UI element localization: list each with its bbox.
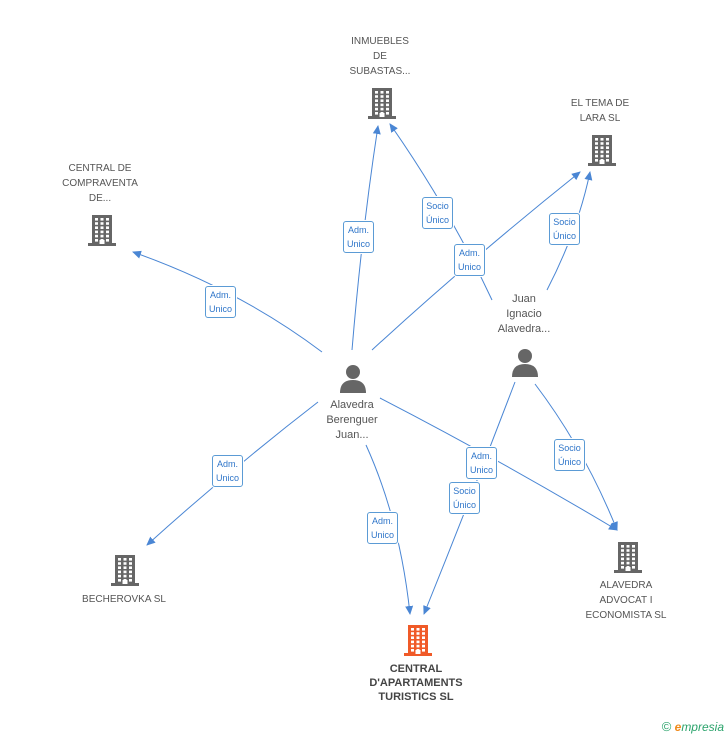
edge-berenguer-advocat xyxy=(379,397,618,531)
building-icon-central-apartaments xyxy=(404,625,432,656)
company-label-tema-lara[interactable]: EL TEMA DE LARA SL xyxy=(570,98,630,124)
brand-logo-text: mpresia xyxy=(681,720,724,734)
badge-adm-unico: Adm. Unico xyxy=(466,447,498,479)
badge-socio-unico: Socio Único xyxy=(554,439,586,471)
company-label-becherovka[interactable]: BECHEROVKA SL xyxy=(82,594,166,605)
company-label-inmuebles[interactable]: INMUEBLES DE SUBASTAS... xyxy=(349,36,411,77)
company-label-central-apartaments[interactable]: CENTRAL D'APARTAMENTS TURISTICS SL xyxy=(369,663,463,703)
badge-adm-unico: Adm. Unico xyxy=(454,244,486,276)
brand-logo-e: e xyxy=(674,720,682,734)
building-icon-becherovka xyxy=(111,555,139,586)
building-icon-tema-lara xyxy=(588,135,616,166)
badge-adm-unico: Adm. Unico xyxy=(212,455,244,487)
badge-adm-unico: Adm. Unico xyxy=(205,286,237,318)
company-label-compraventa[interactable]: CENTRAL DE COMPRAVENTA DE... xyxy=(62,163,138,204)
badge-socio-unico: Socio Único xyxy=(449,482,481,514)
person-icon-berenguer xyxy=(340,365,366,393)
person-icon-juan-ignacio xyxy=(512,349,538,377)
company-label-alavedra-advocat[interactable]: ALAVEDRA ADVOCAT I ECONOMISTA SL xyxy=(585,580,667,621)
badge-adm-unico: Adm. Unico xyxy=(343,221,375,253)
copyright-icon: © xyxy=(661,719,672,734)
person-label-berenguer[interactable]: Alavedra Berenguer Juan... xyxy=(326,399,378,441)
building-icon-compraventa xyxy=(88,215,116,246)
building-icon-alavedra-advocat xyxy=(614,542,642,573)
badge-adm-unico: Adm. Unico xyxy=(367,512,399,544)
badge-socio-unico: Socio Único xyxy=(422,197,454,229)
building-icon-inmuebles xyxy=(368,88,396,119)
badge-socio-unico: Socio Único xyxy=(549,213,581,245)
person-label-juan-ignacio[interactable]: Juan Ignacio Alavedra... xyxy=(497,293,551,335)
empresia-footer: © empresia xyxy=(662,719,724,734)
